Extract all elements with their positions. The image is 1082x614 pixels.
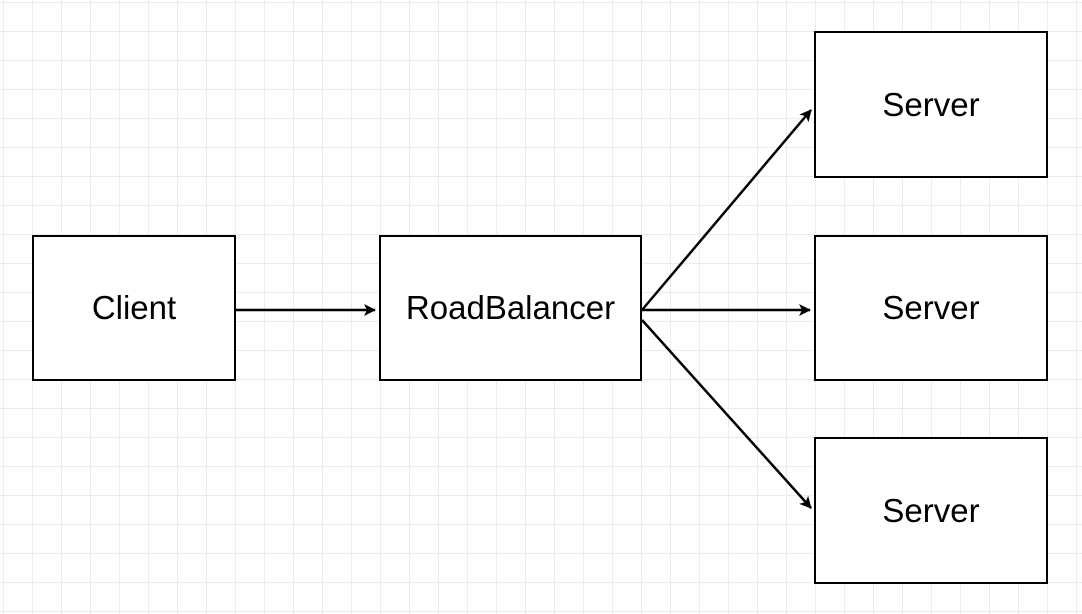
server-node-middle[interactable]: Server	[814, 235, 1048, 381]
client-node-label: Client	[91, 289, 177, 326]
client-node[interactable]: Client	[32, 235, 236, 381]
edge-loadbalancer-to-server-top	[641, 109, 812, 311]
load-balancer-node-label: RoadBalancer	[405, 289, 616, 326]
server-node-bottom[interactable]: Server	[814, 437, 1048, 584]
server-node-top[interactable]: Server	[814, 31, 1048, 178]
server-node-bottom-label: Server	[882, 491, 980, 529]
server-node-top-label: Server	[882, 85, 980, 123]
edge-loadbalancer-to-server-bottom	[641, 319, 812, 509]
load-balancer-node[interactable]: RoadBalancer	[379, 235, 642, 381]
server-node-middle-label: Server	[882, 289, 980, 326]
